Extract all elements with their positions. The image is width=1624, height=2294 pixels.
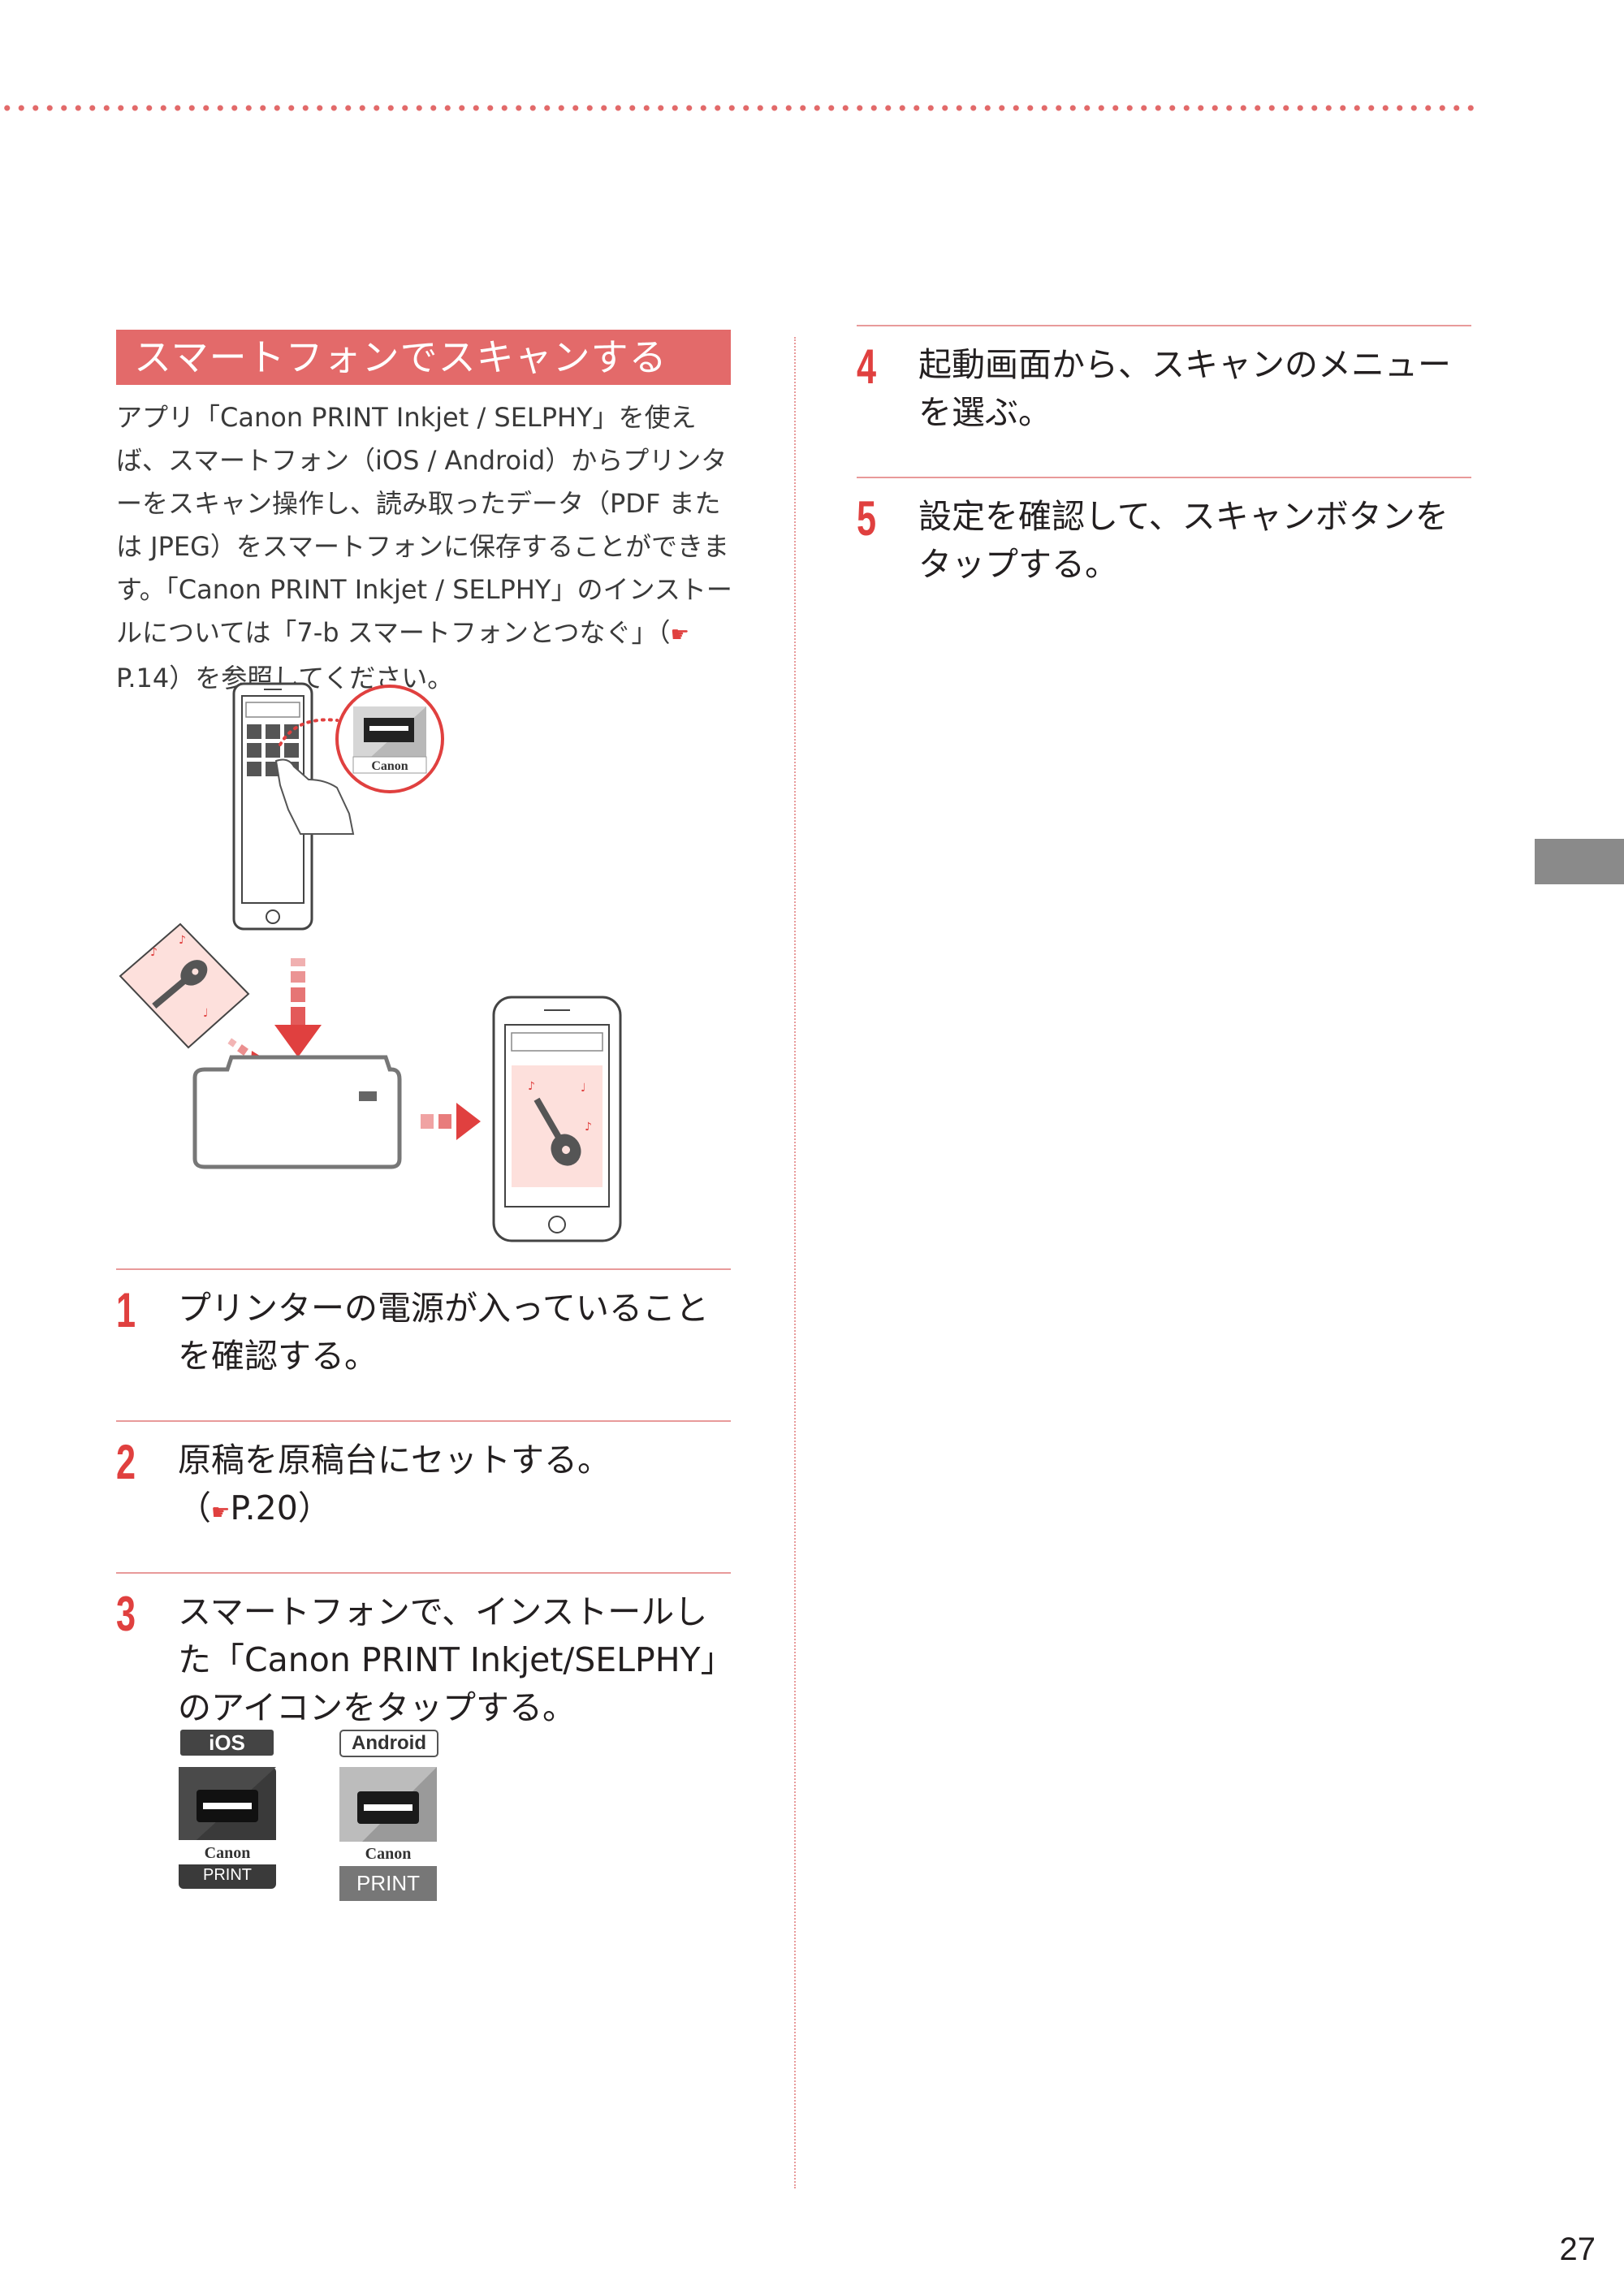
step-ref-close: ） bbox=[297, 1488, 331, 1527]
column-divider bbox=[794, 337, 796, 2188]
svg-text:♪: ♪ bbox=[585, 1121, 592, 1134]
ios-icon-caption: PRINT bbox=[203, 1866, 252, 1884]
android-icon-brand: Canon bbox=[365, 1845, 412, 1863]
step-text: プリンターの電源が入っていることを確認する。 bbox=[178, 1289, 709, 1376]
photo-document-illustration: ♪ ♪ ♩ bbox=[119, 922, 250, 1049]
step-1: 1 プリンターの電源が入っていることを確認する。 bbox=[116, 1268, 731, 1408]
section-title: スマートフォンでスキャンする bbox=[116, 330, 731, 385]
printer-icon bbox=[179, 1767, 276, 1889]
ios-icon-brand: Canon bbox=[204, 1844, 251, 1862]
step-5: 5 設定を確認して、スキャンボタンをタップする。 bbox=[857, 477, 1471, 616]
android-app-icon: Canon PRINT bbox=[339, 1767, 437, 1901]
step-number: 1 bbox=[116, 1283, 136, 1337]
step-ref-open: （ bbox=[178, 1488, 211, 1527]
page-number: 27 bbox=[1559, 2231, 1596, 2267]
step-number: 2 bbox=[116, 1435, 136, 1489]
down-arrow-icon bbox=[274, 958, 322, 1057]
svg-text:♩: ♩ bbox=[203, 1007, 209, 1020]
ios-app-icon: Canon PRINT bbox=[179, 1767, 276, 1889]
step-number: 3 bbox=[116, 1587, 136, 1641]
printer-illustration bbox=[192, 1055, 402, 1169]
launch-icon-brand: Canon bbox=[371, 759, 408, 773]
step-text-main: 原稿を原稿台にセットする。 bbox=[178, 1441, 611, 1480]
pointing-hand-icon: ☛ bbox=[211, 1501, 231, 1525]
side-chapter-tab bbox=[1535, 839, 1624, 884]
step-text: スマートフォンで、インストールした「Canon PRINT Inkjet/SEL… bbox=[178, 1592, 718, 1727]
step-text: 原稿を原稿台にセットする。 （☛P.20） bbox=[178, 1436, 730, 1537]
android-icon-caption: PRINT bbox=[356, 1871, 420, 1895]
pointing-hand-icon: ☛ bbox=[670, 623, 689, 647]
step-2: 2 原稿を原稿台にセットする。 （☛P.20） bbox=[116, 1420, 731, 1560]
phone-app-launch-illustration: Canon bbox=[232, 682, 444, 931]
intro-paragraph: アプリ「Canon PRINT Inkjet / SELPHY」を使えば、スマー… bbox=[116, 396, 733, 700]
step-page-ref: P.20 bbox=[230, 1488, 298, 1527]
scan-flow-illustration: Canon ♪ ♪ ♩ bbox=[119, 682, 622, 1242]
svg-text:♪: ♪ bbox=[150, 946, 158, 959]
step-3: 3 スマートフォンで、インストールした「Canon PRINT Inkjet/S… bbox=[116, 1572, 731, 1728]
ios-badge: iOS bbox=[180, 1730, 274, 1756]
step-number: 4 bbox=[857, 339, 877, 394]
printer-icon bbox=[339, 1767, 437, 1901]
step-text: 設定を確認して、スキャンボタンをタップする。 bbox=[918, 497, 1449, 584]
phone-scan-result-illustration: ♪ ♩ ♪ bbox=[492, 996, 622, 1242]
step-4: 4 起動画面から、スキャンのメニューを選ぶ。 bbox=[857, 325, 1471, 464]
svg-text:♪: ♪ bbox=[528, 1080, 535, 1093]
android-badge: Android bbox=[339, 1730, 438, 1757]
svg-text:♩: ♩ bbox=[581, 1082, 586, 1095]
intro-page-ref: P.14 bbox=[116, 663, 170, 693]
svg-text:♪: ♪ bbox=[179, 934, 186, 947]
step-text: 起動画面から、スキャンのメニューを選ぶ。 bbox=[918, 345, 1451, 432]
intro-text-pre: アプリ「Canon PRINT Inkjet / SELPHY」を使えば、スマー… bbox=[116, 402, 732, 648]
step-number: 5 bbox=[857, 491, 877, 546]
top-dotted-rule bbox=[0, 104, 1474, 112]
right-arrow-icon bbox=[421, 1103, 481, 1140]
